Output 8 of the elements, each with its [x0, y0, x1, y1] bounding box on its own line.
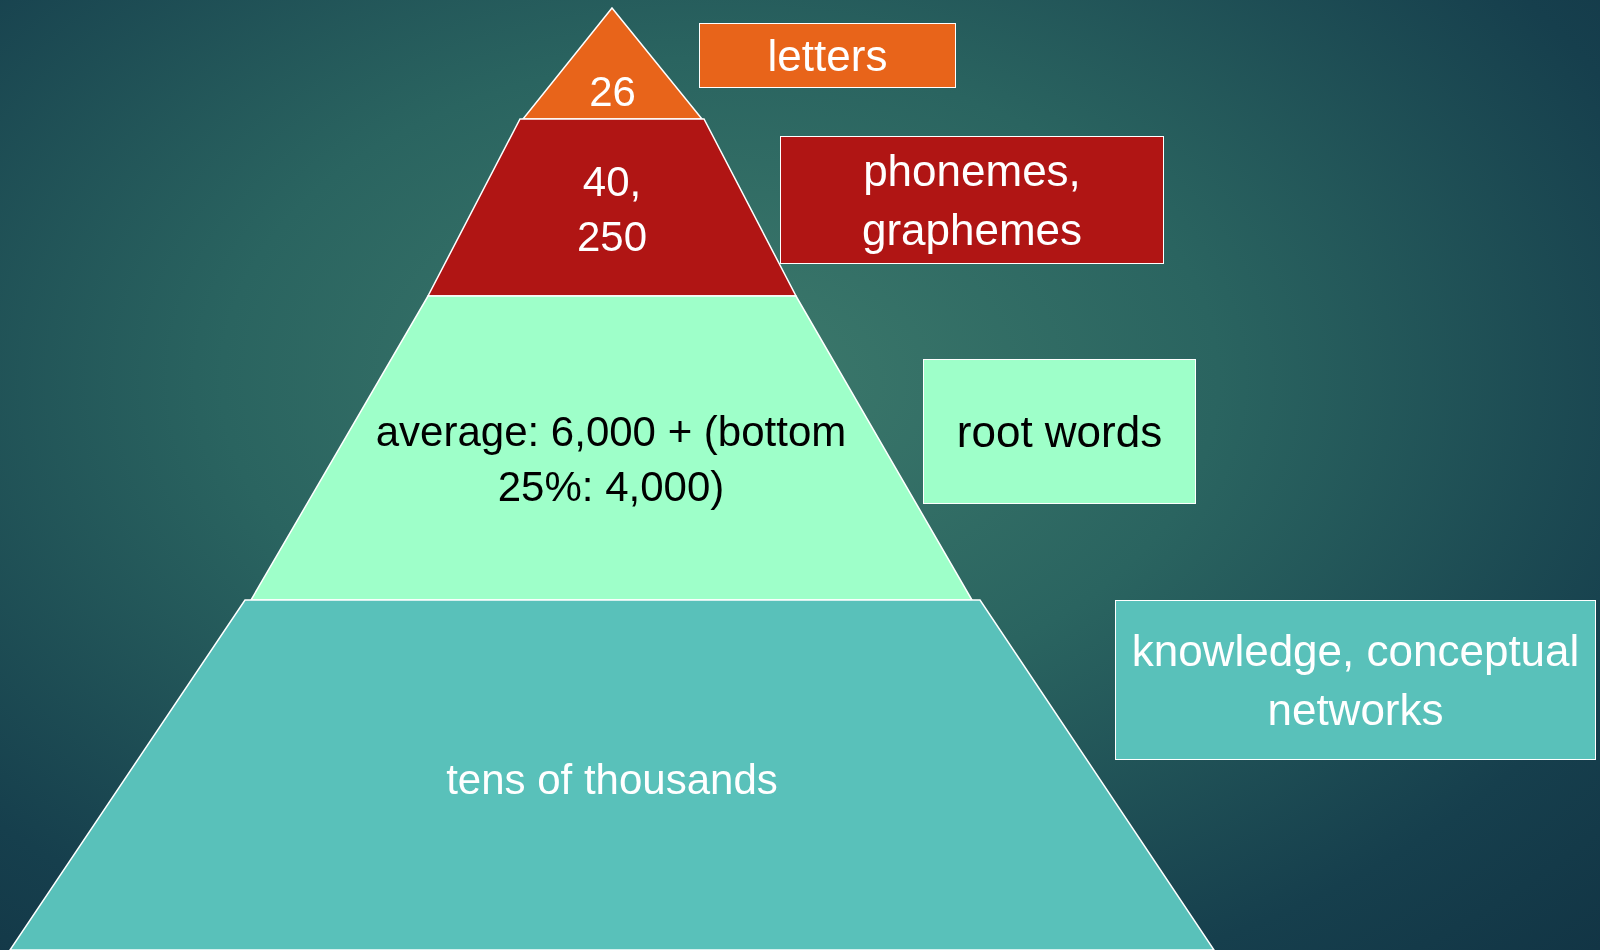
level-label-box: knowledge, conceptual networks [1115, 600, 1596, 760]
layer-value: tens of thousands [445, 754, 779, 805]
level-label-box: phonemes, graphemes [780, 136, 1164, 264]
layer-value: average: 6,000 + (bottom 25%: 4,000) [374, 407, 848, 512]
level-label-box: root words [923, 359, 1196, 504]
layer-value: 40, 250 [575, 157, 649, 262]
layer-value: 26 [588, 68, 637, 116]
level-label-box: letters [699, 23, 956, 88]
